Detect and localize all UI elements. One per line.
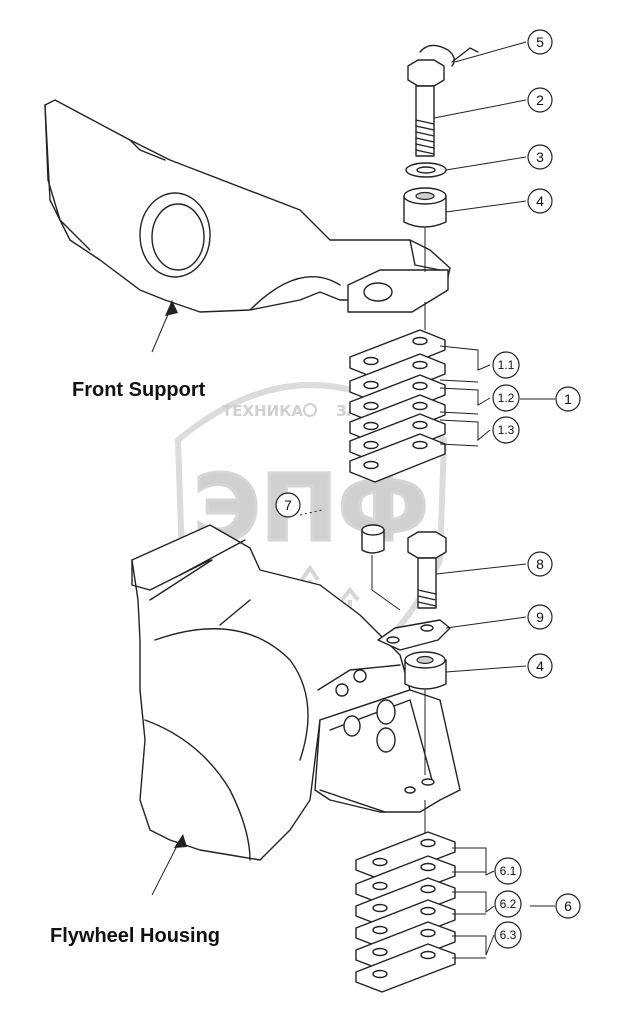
callout-6: 6 xyxy=(555,893,581,919)
callout-4-top: 4 xyxy=(527,188,553,214)
bolt-lower xyxy=(407,531,447,609)
spacer-top xyxy=(403,187,447,272)
flywheel-housing-arrow xyxy=(151,834,187,896)
watermark-brand-left: ТЕХНИКА xyxy=(222,402,303,420)
callout-5-label: 5 xyxy=(536,34,544,50)
callout-6-1-label: 6.1 xyxy=(500,864,517,878)
spacer-lower xyxy=(404,651,447,775)
support-bore xyxy=(139,192,211,278)
callout-6-2-label: 6.2 xyxy=(500,897,517,911)
callout-3-label: 3 xyxy=(536,149,544,165)
callout-1-2: 1.2 xyxy=(492,384,520,412)
callout-9: 9 xyxy=(527,604,553,630)
callout-6-label: 6 xyxy=(564,898,572,914)
front-support-arrow xyxy=(151,300,178,353)
flywheel-housing xyxy=(131,524,411,861)
callout-4-top-label: 4 xyxy=(536,193,544,209)
callout-8-label: 8 xyxy=(536,556,544,572)
mounting-bracket xyxy=(314,689,461,813)
shim-stack-1 xyxy=(349,302,446,483)
callout-4-bottom: 4 xyxy=(527,653,553,679)
gear-icon xyxy=(303,403,317,417)
callout-7: 7 xyxy=(275,492,301,518)
callout-9-label: 9 xyxy=(536,609,544,625)
lock-plate xyxy=(377,619,451,651)
callout-5: 5 xyxy=(527,29,553,55)
callout-1: 1 xyxy=(555,386,581,412)
callout-1-3-label: 1.3 xyxy=(498,423,515,437)
leader-lines xyxy=(299,41,555,959)
callout-4-bottom-label: 4 xyxy=(536,658,544,674)
bolt-top xyxy=(407,44,479,157)
front-support xyxy=(44,99,451,313)
callout-1-3: 1.3 xyxy=(492,416,520,444)
callout-6-2: 6.2 xyxy=(494,890,522,918)
callout-6-3-label: 6.3 xyxy=(500,928,517,942)
callout-2: 2 xyxy=(527,87,553,113)
callout-1-1: 1.1 xyxy=(492,351,520,379)
front-support-label: Front Support xyxy=(72,379,206,401)
callout-6-3: 6.3 xyxy=(494,921,522,949)
callout-6-1: 6.1 xyxy=(494,857,522,885)
callout-1-label: 1 xyxy=(564,391,572,407)
callout-1-2-label: 1.2 xyxy=(498,391,515,405)
callout-3: 3 xyxy=(527,144,553,170)
callout-2-label: 2 xyxy=(536,92,544,108)
callout-1-1-label: 1.1 xyxy=(498,358,515,372)
pin xyxy=(361,524,401,611)
flywheel-housing-label: Flywheel Housing xyxy=(50,925,220,947)
callout-8: 8 xyxy=(527,551,553,577)
shim-stack-6 xyxy=(355,800,456,993)
washer-top xyxy=(405,162,447,178)
callout-7-label: 7 xyxy=(284,497,292,513)
